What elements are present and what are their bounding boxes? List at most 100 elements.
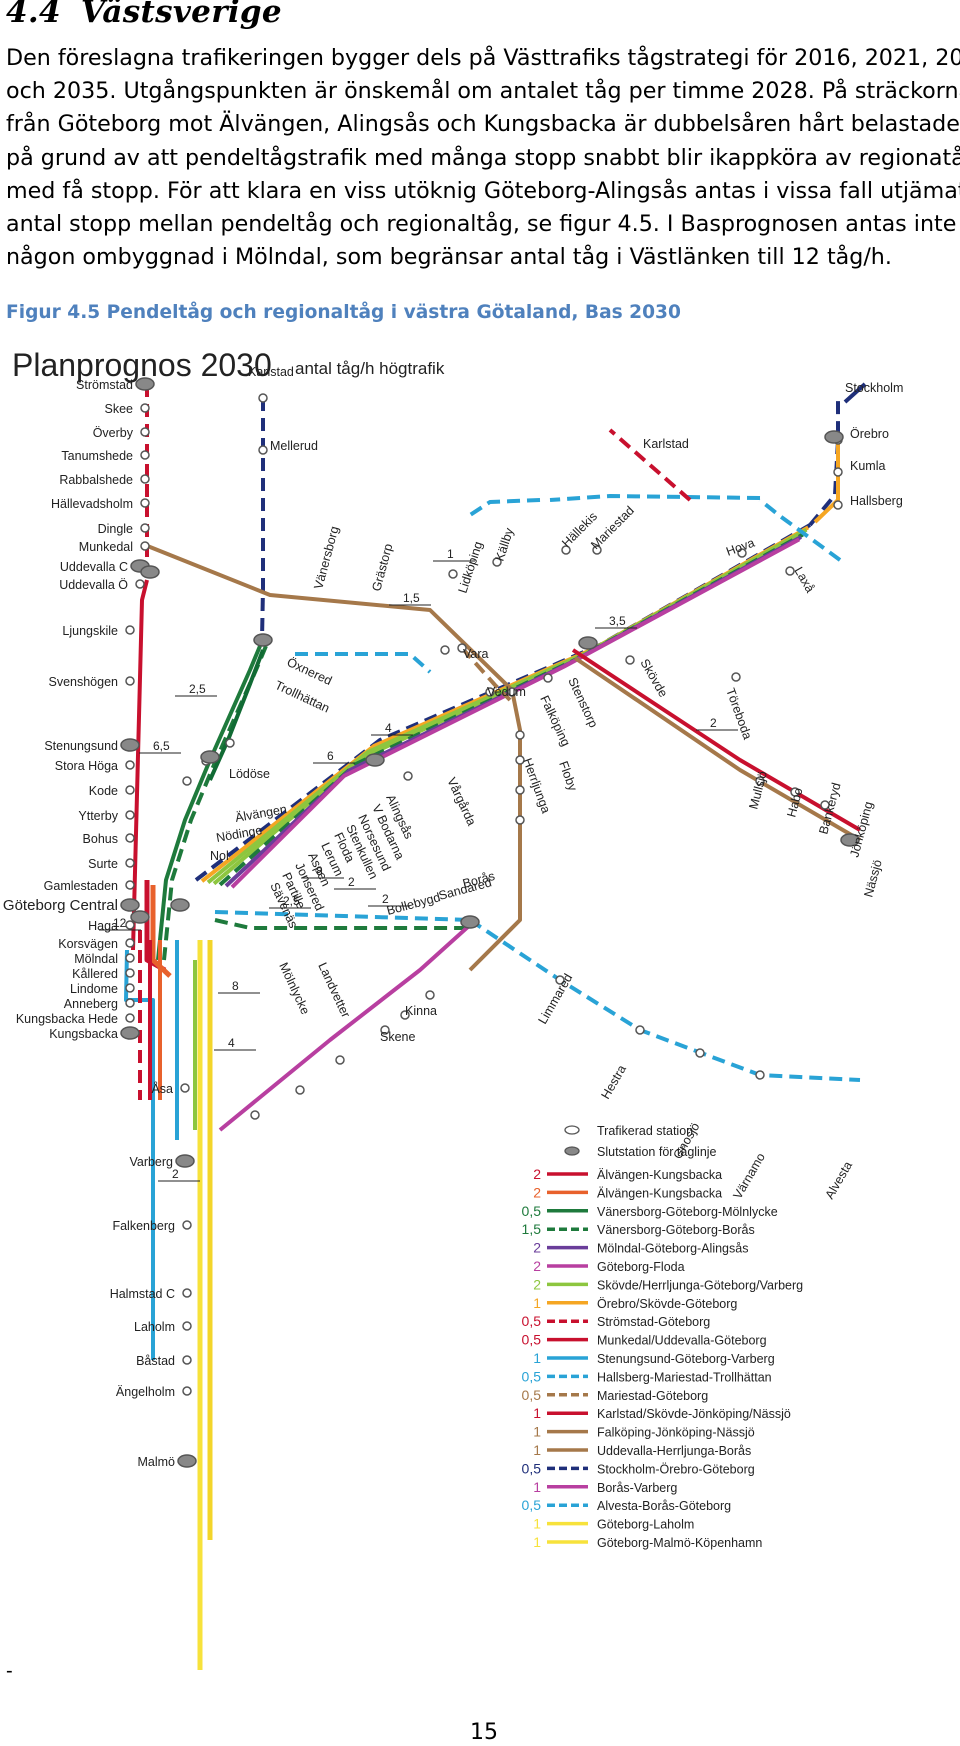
station-label: Surte [88, 857, 118, 871]
station-marker [183, 1221, 191, 1229]
station-marker [756, 1071, 764, 1079]
station-label: Stockholm [845, 381, 903, 395]
station-label: Båstad [136, 1354, 175, 1368]
station-label: Kållered [72, 967, 118, 981]
legend-route: Alvesta-Borås-Göteborg [597, 1499, 731, 1513]
map-subtitle: antal tåg/h högtrafik [295, 359, 445, 378]
station-marker [336, 1056, 344, 1064]
legend-route: Karlstad/Skövde-Jönköping/Nässjö [597, 1407, 791, 1421]
station-label: Laholm [134, 1320, 175, 1334]
legend-route: Stockholm-Örebro-Göteborg [597, 1462, 755, 1476]
station-label: Nol [210, 849, 229, 863]
station-marker [126, 834, 134, 842]
legend-count: 1 [533, 1534, 541, 1550]
station-label: Halmstad C [110, 1287, 175, 1301]
paragraph-line: och 2035. Utgångspunkten är önskemål om … [6, 75, 956, 108]
terminal-marker [121, 739, 139, 751]
station-label: Grästorp [369, 542, 395, 593]
count-label: 2 [348, 875, 355, 889]
count-label: 4 [228, 1036, 235, 1050]
station-label: Mölndal [74, 952, 118, 966]
legend-count: 1 [533, 1350, 541, 1366]
station-marker [126, 999, 134, 1007]
station-marker [834, 501, 842, 509]
station-marker [449, 570, 457, 578]
station-marker [516, 731, 524, 739]
station-label: Ängelholm [116, 1385, 175, 1399]
station-label: Källby [493, 526, 517, 563]
legend-route: Göteborg-Floda [597, 1260, 685, 1274]
legend-count: 2 [533, 1184, 541, 1200]
terminal-marker [171, 899, 189, 911]
station-marker [296, 1086, 304, 1094]
paragraph-line: antal stopp mellan pendeltåg och regiona… [6, 208, 956, 241]
legend-count: 0,5 [522, 1460, 542, 1476]
station-label: Habo [784, 786, 805, 819]
legend-route: Borås-Varberg [597, 1481, 677, 1495]
station-marker [259, 394, 267, 402]
station-label: Varberg [129, 1155, 173, 1169]
legend-count: 1 [533, 1442, 541, 1458]
station-label: Anneberg [64, 997, 118, 1011]
terminal-marker [121, 899, 139, 911]
count-label: 2 [710, 716, 717, 730]
station-marker [141, 542, 149, 550]
station-label: Vänersborg [311, 525, 341, 591]
legend-route: Mölndal-Göteborg-Alingsås [597, 1242, 748, 1256]
line-karlstad-north [262, 398, 263, 640]
station-label: Värnamo [730, 1151, 768, 1202]
legend-route: Göteborg-Laholm [597, 1518, 694, 1532]
station-label: Landvetter [315, 960, 353, 1019]
station-label: Kumla [850, 459, 885, 473]
station-label: Uddevalla C [60, 560, 128, 574]
station-marker [636, 1026, 644, 1034]
station-label: Korsvägen [58, 937, 118, 951]
station-label: Malmö [137, 1455, 175, 1469]
station-label: Alvesta [822, 1159, 855, 1202]
paragraph-line: någon ombyggnad i Mölndal, som begränsar… [6, 241, 956, 274]
station-marker [183, 777, 191, 785]
station-marker [126, 881, 134, 889]
legend-route: Älvängen-Kungsbacka [597, 1168, 722, 1182]
line-boras-blue [215, 912, 470, 920]
station-label: Lidköping [456, 540, 486, 595]
terminal-marker [121, 1027, 139, 1039]
station-label: Falkenberg [112, 1219, 175, 1233]
count-label: 2,5 [189, 682, 206, 696]
station-label: Nässjö [861, 858, 884, 899]
line-boras-varberg [220, 925, 470, 1130]
station-label: Herrljunga [520, 756, 553, 815]
station-label: Öxnered [285, 655, 334, 688]
paragraph-line: med få stopp. För att klara en viss utök… [6, 175, 956, 208]
station-marker [141, 428, 149, 436]
count-label: 8 [316, 864, 323, 878]
legend-route: Stenungsund-Göteborg-Varberg [597, 1352, 775, 1366]
station-marker [259, 446, 267, 454]
station-label: Hestra [598, 1063, 629, 1102]
legend: Trafikerad stationSlutstation för tåglin… [522, 1124, 804, 1550]
station-marker [183, 1322, 191, 1330]
terminal-marker [366, 754, 384, 766]
legend-route: Munkedal/Uddevalla-Göteborg [597, 1334, 767, 1348]
station-label: Mellerud [270, 439, 318, 453]
section-number: 4.4 [6, 0, 61, 30]
count-label: 2 [382, 892, 389, 906]
count-label: 2 [172, 1167, 179, 1181]
station-marker [441, 646, 449, 654]
line-alingsas-trunk [220, 535, 803, 885]
station-marker [126, 786, 134, 794]
legend-terminal-marker [565, 1147, 579, 1155]
station-marker [183, 1387, 191, 1395]
station-label: Stora Höga [55, 759, 118, 773]
station-label: Örebro [850, 427, 889, 441]
terminal-marker [201, 751, 219, 763]
station-label: Skee [105, 402, 134, 416]
terminal-marker [178, 1455, 196, 1467]
terminal-marker [825, 431, 843, 443]
station-label: Mariestad [588, 503, 637, 552]
legend-route: Göteborg-Malmö-Köpenhamn [597, 1536, 762, 1550]
section-title: Västsverige [81, 0, 282, 30]
station-label: Göteborg Central [3, 897, 118, 914]
body-paragraph: Den föreslagna trafikeringen bygger dels… [6, 42, 956, 274]
station-label: Ljungskile [62, 624, 118, 638]
